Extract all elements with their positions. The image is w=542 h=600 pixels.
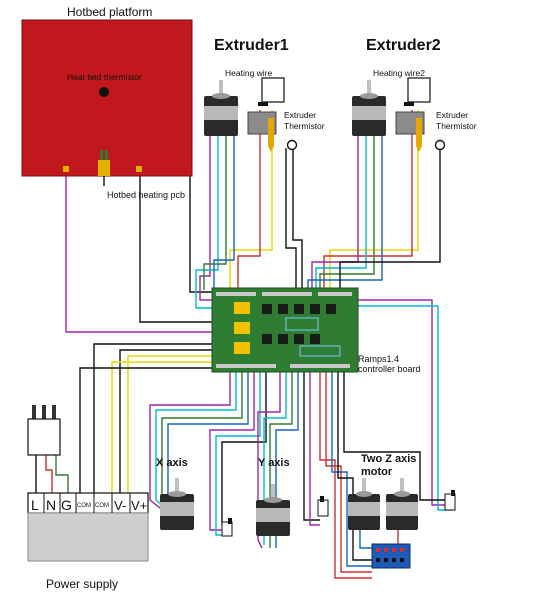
extruder2-thermistor-label-2: Thermistor: [436, 121, 477, 131]
ramps-controller-board: [211, 287, 359, 373]
wire-hotbed-power-purple: [65, 172, 212, 333]
wire-psu-vminus: [119, 349, 212, 495]
wire-ext1-motor-cyan: [195, 135, 219, 309]
wire-z-red-1: [319, 372, 372, 579]
wire-ext2-thermistor: [339, 148, 441, 290]
power-supply: [27, 492, 149, 562]
heat-bed-thermistor-label: Heat bed thermistor: [67, 72, 142, 82]
power-supply-label: Power supply: [46, 577, 118, 591]
terminal-com-1: COM: [77, 503, 91, 509]
wire-ext1-motor-purple: [199, 135, 212, 301]
extruder2-title: Extruder2: [366, 37, 441, 54]
extruder1-thermistor-label-1: Extruder: [284, 110, 316, 120]
heating-wire2-label: Heating wire2: [373, 68, 425, 78]
z-axis-label-1: Two Z axis: [361, 453, 416, 465]
wire-ext2-motor-blue: [307, 135, 383, 290]
wire-ext1-thermistor: [292, 148, 303, 290]
wire-ext2-motor-cyan: [315, 135, 367, 290]
heat-bed-thermistor-icon: [99, 87, 109, 97]
terminal-com-2: COM: [95, 503, 109, 509]
terminal-v-plus: V+: [131, 498, 147, 513]
x-axis-stepper-motor: [160, 478, 194, 530]
z-axis-stepper-motor-1: [348, 478, 380, 530]
extruder1-thermistor-label-2: Thermistor: [284, 121, 325, 131]
wire-y-endstop-1: [303, 372, 320, 521]
ac-plug: [27, 405, 61, 456]
wire-y-motor-cyan: [263, 372, 287, 545]
wire-psu-vplus: [127, 355, 212, 495]
wire-y-motor-green: [269, 372, 293, 548]
wire-y-motor-blue: [275, 372, 299, 548]
z-axis-splitter-connector: [371, 543, 411, 569]
extruder2-thermistor-label-1: Extruder: [436, 110, 468, 120]
wire-z-endstop: [343, 372, 445, 501]
wire-x-endstop-3: [221, 372, 267, 525]
wire-ext1-heater-red: [237, 110, 261, 292]
x-axis-endstop: [221, 518, 233, 537]
terminal-l: L: [31, 497, 39, 513]
ramps-label-2: controller board: [358, 364, 421, 374]
wire-ext2-motor-green: [319, 135, 375, 290]
wire-ext1-heater-yellow: [229, 110, 273, 292]
wire-psu-com-b: [79, 367, 212, 495]
wire-z-black-1: [337, 372, 372, 561]
wire-endstop-right-cyan: [358, 305, 452, 511]
hotbed-pad-left: [63, 166, 69, 172]
extruder1-hotend: [247, 77, 285, 152]
wire-plug-n: [45, 455, 53, 495]
extruder2-stepper-motor: [352, 80, 386, 136]
z-axis-stepper-motor-2: [386, 478, 418, 530]
terminal-v-minus: V-: [114, 498, 126, 513]
wire-plug-g: [55, 455, 69, 495]
heating-wire-label: Heating wire: [225, 68, 273, 78]
wire-ext1-motor-green: [203, 135, 227, 290]
extruder2-hotend: [395, 77, 431, 152]
wire-hotbed-power-black: [139, 172, 212, 323]
wire-z-red-2: [325, 372, 372, 573]
z-axis-endstop: [444, 490, 456, 511]
terminal-n: N: [46, 497, 56, 513]
extruder1-thermistor-icon: [286, 139, 298, 151]
extruder1-stepper-motor: [204, 80, 238, 136]
terminal-g: G: [61, 497, 72, 513]
wire-y-endstop-2: [309, 372, 320, 526]
hotbed-platform: [21, 19, 193, 186]
wire-ext1-motor-blue: [213, 135, 235, 290]
x-axis-label: X axis: [156, 457, 188, 469]
wire-ext2-heater-red: [323, 110, 413, 290]
wire-y-motor-purple: [257, 372, 281, 549]
hotbed-heating-pcb-label: Hotbed heating pcb: [107, 190, 185, 200]
y-axis-endstop: [317, 496, 329, 517]
wire-endstop-right-purple: [358, 299, 452, 506]
y-axis-stepper-motor: [256, 484, 290, 536]
wire-x-endstop-2: [215, 372, 261, 536]
wire-psu-vplus-b: [111, 361, 212, 495]
hotbed-heating-pcb-icon: [98, 160, 110, 176]
wire-x-endstop-1: [209, 372, 255, 531]
extruder2-thermistor-icon: [434, 139, 446, 151]
y-axis-label: Y axis: [258, 457, 290, 469]
wire-z-motor1: [359, 530, 372, 549]
wire-z-blue-1: [331, 372, 372, 567]
wire-psu-com: [93, 343, 212, 495]
z-axis-label-2: motor: [361, 466, 393, 478]
wires: [35, 92, 452, 579]
wire-ext2-motor-purple: [311, 135, 359, 290]
ramps-label-1: Ramps1.4: [358, 354, 399, 364]
hotbed-pad-right: [136, 166, 142, 172]
wire-x-motor-purple: [149, 372, 231, 521]
hotbed-platform-label: Hotbed platform: [67, 5, 152, 19]
wire-ext1-thermistor-b: [285, 148, 297, 290]
extruder1-title: Extruder1: [214, 37, 289, 54]
